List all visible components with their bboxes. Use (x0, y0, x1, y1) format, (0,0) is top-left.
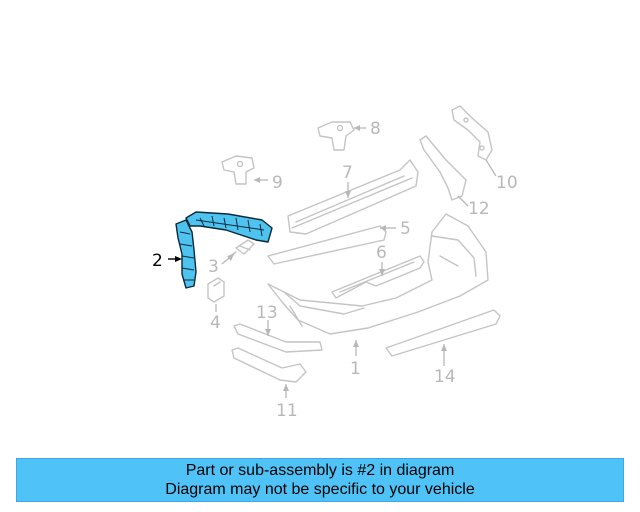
banner-line-2: Diagram may not be specific to your vehi… (165, 481, 475, 498)
part-10-bracket (451, 105, 493, 161)
callout-3: 3 (208, 257, 219, 277)
callout-2: 2 (152, 251, 163, 271)
parts-diagram: 10 12 8 9 7 5 6 (152, 105, 518, 421)
part-info-banner: Part or sub-assembly is #2 in diagram Di… (16, 458, 624, 502)
part-12-bracket (419, 135, 467, 201)
part-7-reinforcement (287, 159, 419, 235)
callout-6: 6 (376, 243, 387, 263)
callout-12: 12 (468, 199, 490, 219)
part-11-molding (231, 347, 307, 383)
callout-13: 13 (256, 303, 278, 323)
part-5-strip (267, 225, 387, 265)
banner-line-1: Part or sub-assembly is #2 in diagram (185, 462, 455, 479)
part-2-bracket-highlighted[interactable] (175, 211, 273, 289)
callout-8: 8 (370, 119, 381, 139)
callout-10: 10 (496, 173, 518, 193)
callout-9: 9 (272, 173, 283, 193)
part-8-bracket (317, 121, 355, 151)
part-13-molding (233, 323, 323, 353)
part-9-bracket (221, 155, 255, 185)
callout-14: 14 (434, 367, 456, 387)
part-14-strip (385, 309, 501, 357)
part-1-bumper-cover (267, 213, 489, 335)
part-4-block (207, 277, 225, 303)
callout-4: 4 (210, 313, 221, 333)
callout-1: 1 (350, 359, 361, 379)
callout-5: 5 (400, 219, 411, 239)
part-6-strip (331, 255, 425, 299)
callout-7: 7 (342, 163, 353, 183)
callout-11: 11 (276, 401, 298, 421)
